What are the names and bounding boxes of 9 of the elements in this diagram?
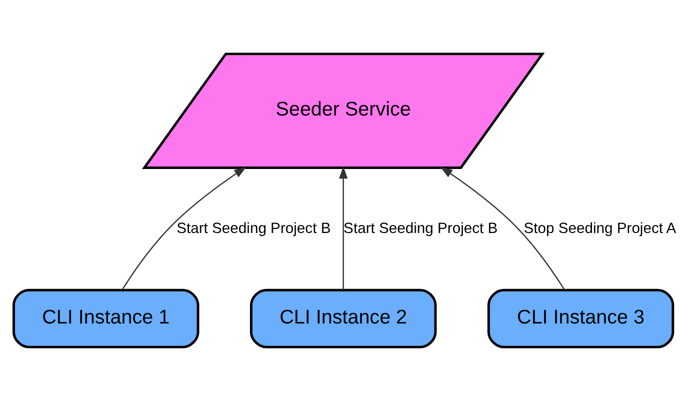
arrow: [339, 166, 348, 290]
arrow: [122, 166, 246, 290]
edge-label: Start Seeding Project B: [176, 220, 331, 236]
node-box: CLI Instance 1: [12, 288, 200, 348]
node-box: CLI Instance 2: [250, 288, 437, 348]
edge-label: Stop Seeding Project A: [524, 220, 676, 236]
edge-label: Start Seeding Project B: [344, 220, 498, 236]
node-box: CLI Instance 3: [487, 288, 674, 348]
arrow: [440, 166, 566, 290]
